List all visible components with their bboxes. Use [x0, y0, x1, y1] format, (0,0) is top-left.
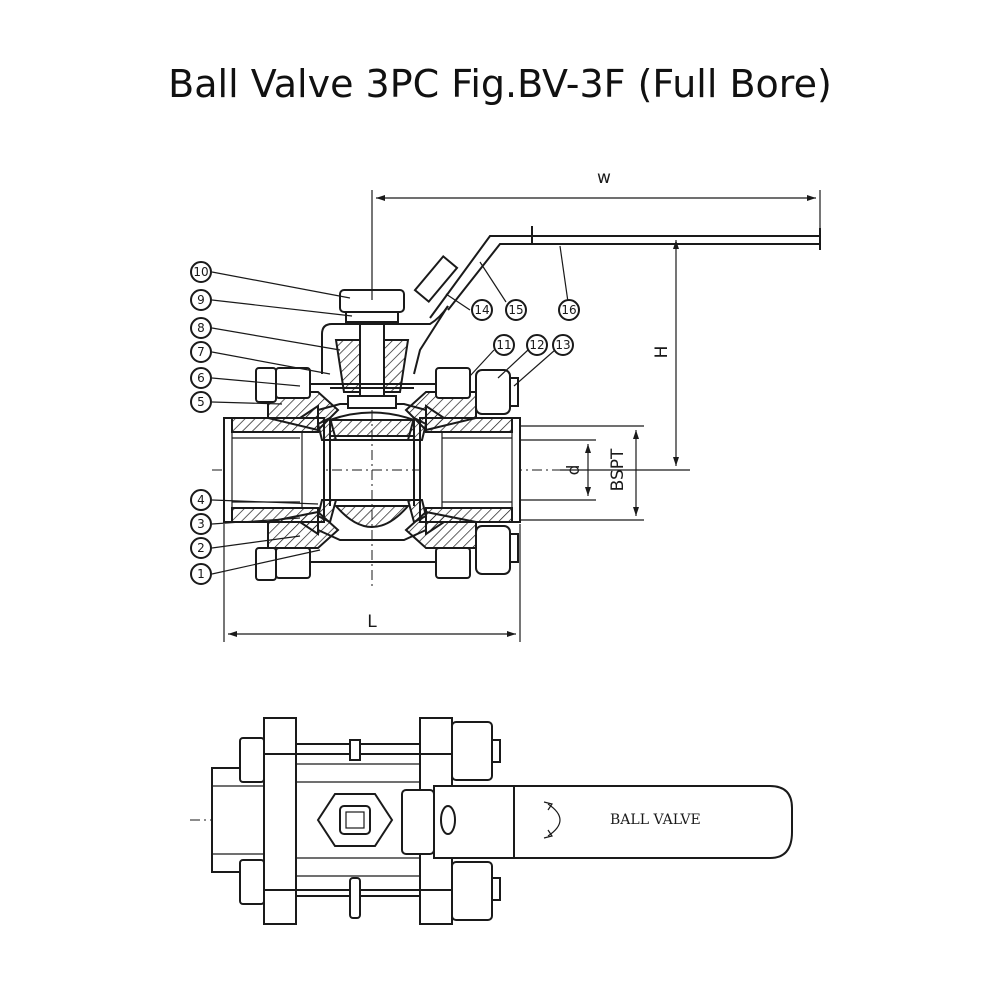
svg-text:9: 9 — [197, 293, 205, 307]
balloon-16: 16 — [558, 299, 580, 321]
balloon-9: 9 — [190, 289, 212, 311]
svg-text:15: 15 — [508, 303, 523, 317]
lock-washer — [345, 311, 399, 323]
stem-assembly — [330, 315, 414, 409]
dimension-bspt: BSPT — [520, 425, 644, 521]
handle-bracket — [413, 305, 449, 375]
page-title: Ball Valve 3PC Fig.BV-3F (Full Bore) — [168, 62, 832, 106]
svg-text:5: 5 — [197, 395, 205, 409]
leader-lines — [211, 245, 569, 575]
section-view: w H d BSPT L — [190, 168, 821, 642]
balloon-7: 7 — [190, 341, 212, 363]
balloon-3: 3 — [190, 513, 212, 535]
balloon-6: 6 — [190, 367, 212, 389]
svg-text:11: 11 — [496, 338, 511, 352]
balloon-10: 10 — [190, 261, 212, 283]
part-balloons: 10 9 8 7 6 5 4 3 2 1 11 12 13 14 15 16 — [190, 261, 580, 585]
handle-text: BALL VALVE — [610, 812, 701, 828]
balloon-5: 5 — [190, 391, 212, 413]
svg-text:8: 8 — [197, 321, 205, 335]
svg-text:13: 13 — [555, 338, 570, 352]
bore — [324, 439, 420, 501]
dimension-w-label: w — [597, 168, 611, 188]
ball — [329, 411, 415, 528]
top-left-flange — [263, 717, 297, 925]
dimension-d: d — [520, 439, 596, 501]
svg-text:6: 6 — [197, 371, 205, 385]
balloon-8: 8 — [190, 317, 212, 339]
svg-text:2: 2 — [197, 541, 205, 555]
top-lever-handle: BALL VALVE — [401, 785, 793, 859]
svg-text:3: 3 — [197, 517, 205, 531]
top-left-end-hex — [211, 767, 265, 873]
dimension-d-label: d — [564, 465, 584, 476]
svg-text:10: 10 — [193, 265, 208, 279]
dimension-l: L — [223, 524, 521, 642]
lever-handle — [413, 226, 821, 319]
balloon-13: 13 — [552, 334, 574, 356]
balloon-11: 11 — [493, 334, 515, 356]
right-end-cap — [419, 404, 521, 536]
dimension-w: w — [371, 168, 821, 300]
svg-text:4: 4 — [197, 493, 205, 507]
balloon-1: 1 — [190, 563, 212, 585]
top-stem-nut — [316, 793, 394, 847]
balloon-2: 2 — [190, 537, 212, 559]
bolts — [255, 367, 519, 581]
dimension-l-label: L — [367, 612, 377, 632]
svg-text:7: 7 — [197, 345, 205, 359]
dimension-h: H — [560, 240, 690, 471]
svg-text:1: 1 — [197, 567, 205, 581]
svg-text:12: 12 — [529, 338, 544, 352]
balloon-15: 15 — [505, 299, 527, 321]
balloon-14: 14 — [471, 299, 493, 321]
svg-text:14: 14 — [474, 303, 489, 317]
left-end-cap — [223, 404, 325, 536]
balloon-4: 4 — [190, 489, 212, 511]
dimension-bspt-label: BSPT — [608, 448, 628, 491]
balloon-12: 12 — [526, 334, 548, 356]
top-bolts — [239, 721, 501, 921]
top-view: BALL VALVE — [190, 717, 793, 925]
svg-text:16: 16 — [561, 303, 576, 317]
dimension-h-label: H — [652, 346, 672, 359]
